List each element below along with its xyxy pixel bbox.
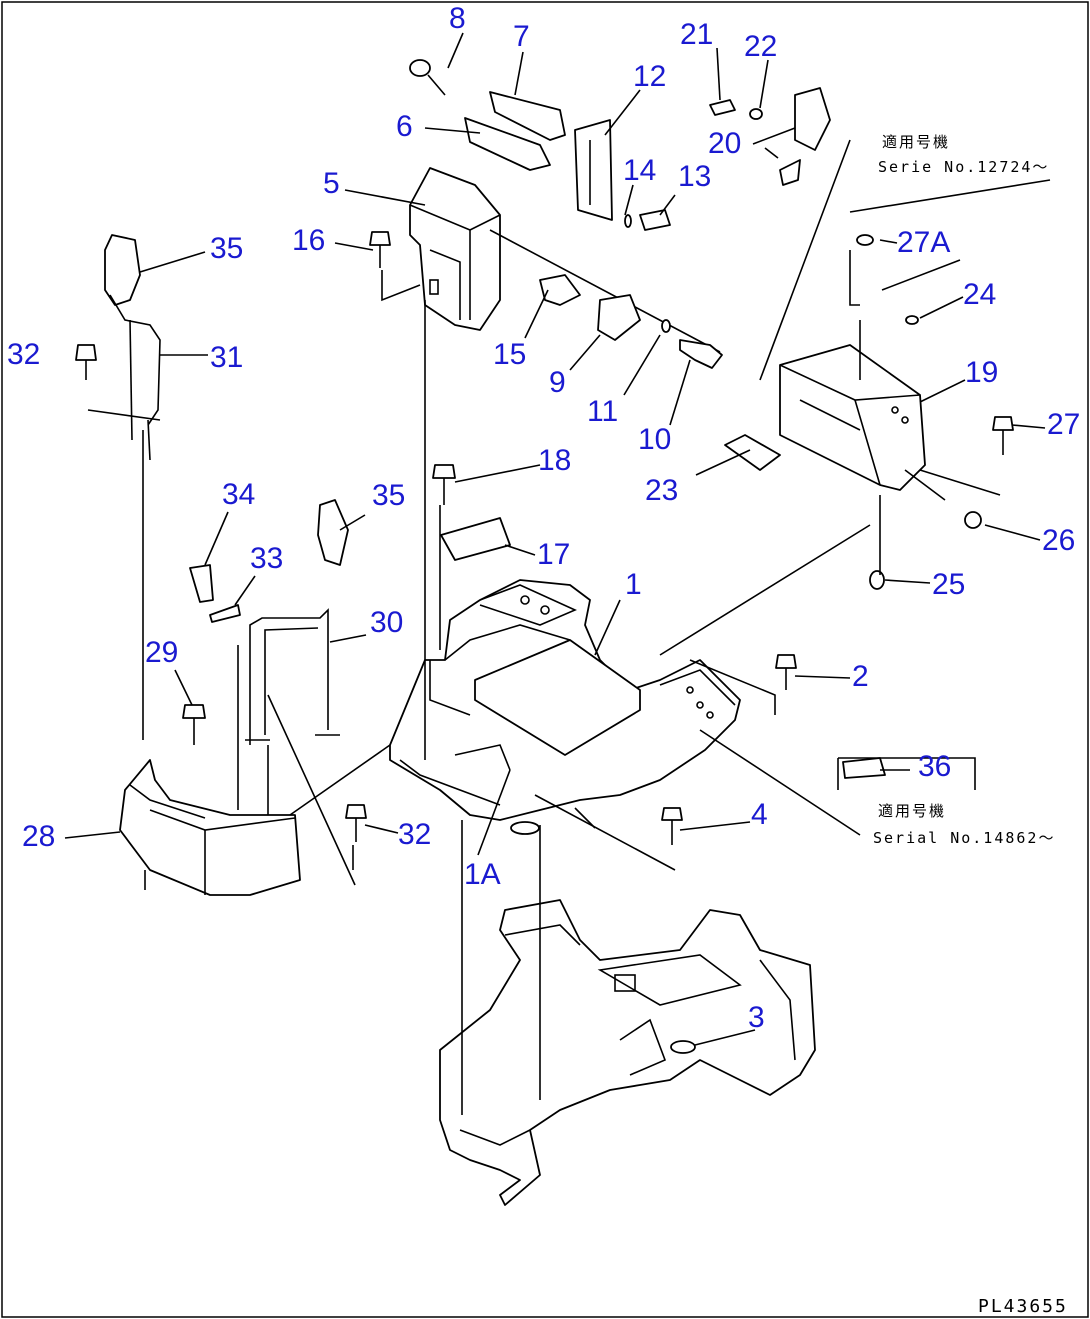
label-15: 15 bbox=[493, 338, 526, 371]
label-3: 3 bbox=[748, 1001, 765, 1034]
label-22: 22 bbox=[744, 30, 777, 63]
label-36: 36 bbox=[918, 750, 951, 783]
label-8: 8 bbox=[449, 2, 466, 35]
bracket-small-parts bbox=[709, 87, 831, 186]
label-35-top: 35 bbox=[210, 232, 243, 265]
label-1A: 1A bbox=[464, 858, 501, 891]
handrail-left-drawing bbox=[104, 234, 349, 566]
drawing-code: PL43655 bbox=[978, 1296, 1068, 1317]
label-11: 11 bbox=[587, 395, 618, 428]
label-7: 7 bbox=[513, 20, 530, 53]
serial-note-2-title: 適用号機 bbox=[878, 802, 946, 820]
label-21: 21 bbox=[680, 18, 713, 51]
label-leaders bbox=[64, 32, 1046, 1046]
console-drawing bbox=[724, 234, 982, 590]
main-frame-drawing bbox=[389, 579, 741, 835]
label-19: 19 bbox=[965, 356, 998, 389]
label-17: 17 bbox=[537, 538, 570, 571]
lower-frame-drawing bbox=[439, 899, 816, 1206]
serial-note-1-title: 適用号機 bbox=[882, 133, 950, 151]
label-35-mid: 35 bbox=[372, 479, 405, 512]
label-29: 29 bbox=[145, 636, 178, 669]
label-10: 10 bbox=[638, 423, 671, 456]
label-14: 14 bbox=[623, 154, 656, 187]
serial-notes: 適用号機 Serie No.12724～ 適用号機 Serial No.1486… bbox=[873, 133, 1055, 847]
label-23: 23 bbox=[645, 474, 678, 507]
column-drawing bbox=[409, 167, 501, 331]
label-27: 27 bbox=[1047, 408, 1080, 441]
label-4: 4 bbox=[751, 798, 768, 831]
step-box-drawing bbox=[119, 759, 301, 896]
label-26: 26 bbox=[1042, 524, 1075, 557]
label-2: 2 bbox=[852, 660, 869, 693]
part-labels: 8 7 21 22 12 6 20 14 13 5 16 35 27A 24 3… bbox=[7, 2, 1080, 1034]
label-27A: 27A bbox=[897, 226, 950, 259]
label-12: 12 bbox=[633, 60, 666, 93]
label-5: 5 bbox=[323, 167, 340, 200]
label-25: 25 bbox=[932, 568, 965, 601]
label-16: 16 bbox=[292, 224, 325, 257]
label-32-left: 32 bbox=[7, 338, 40, 371]
handrail-right-drawing bbox=[189, 564, 340, 745]
bolt-drawings bbox=[75, 231, 1014, 845]
assembly-lines bbox=[87, 139, 1051, 1115]
label-34: 34 bbox=[222, 478, 255, 511]
serial-note-1-number: Serie No.12724～ bbox=[878, 158, 1049, 176]
serial-note-2-number: Serial No.14862～ bbox=[873, 829, 1055, 847]
label-33: 33 bbox=[250, 542, 283, 575]
bracket-parts bbox=[409, 59, 566, 171]
label-6: 6 bbox=[396, 110, 413, 143]
label-28: 28 bbox=[22, 820, 55, 853]
plate-parts bbox=[574, 119, 671, 231]
label-9: 9 bbox=[549, 366, 566, 399]
label-1: 1 bbox=[625, 568, 642, 601]
switch-parts bbox=[489, 229, 723, 369]
label-18: 18 bbox=[538, 444, 571, 477]
label-30: 30 bbox=[370, 606, 403, 639]
label-13: 13 bbox=[678, 160, 711, 193]
label-24: 24 bbox=[963, 278, 996, 311]
label-31: 31 bbox=[210, 341, 243, 374]
label-32-mid: 32 bbox=[398, 818, 431, 851]
label-20: 20 bbox=[708, 127, 741, 160]
